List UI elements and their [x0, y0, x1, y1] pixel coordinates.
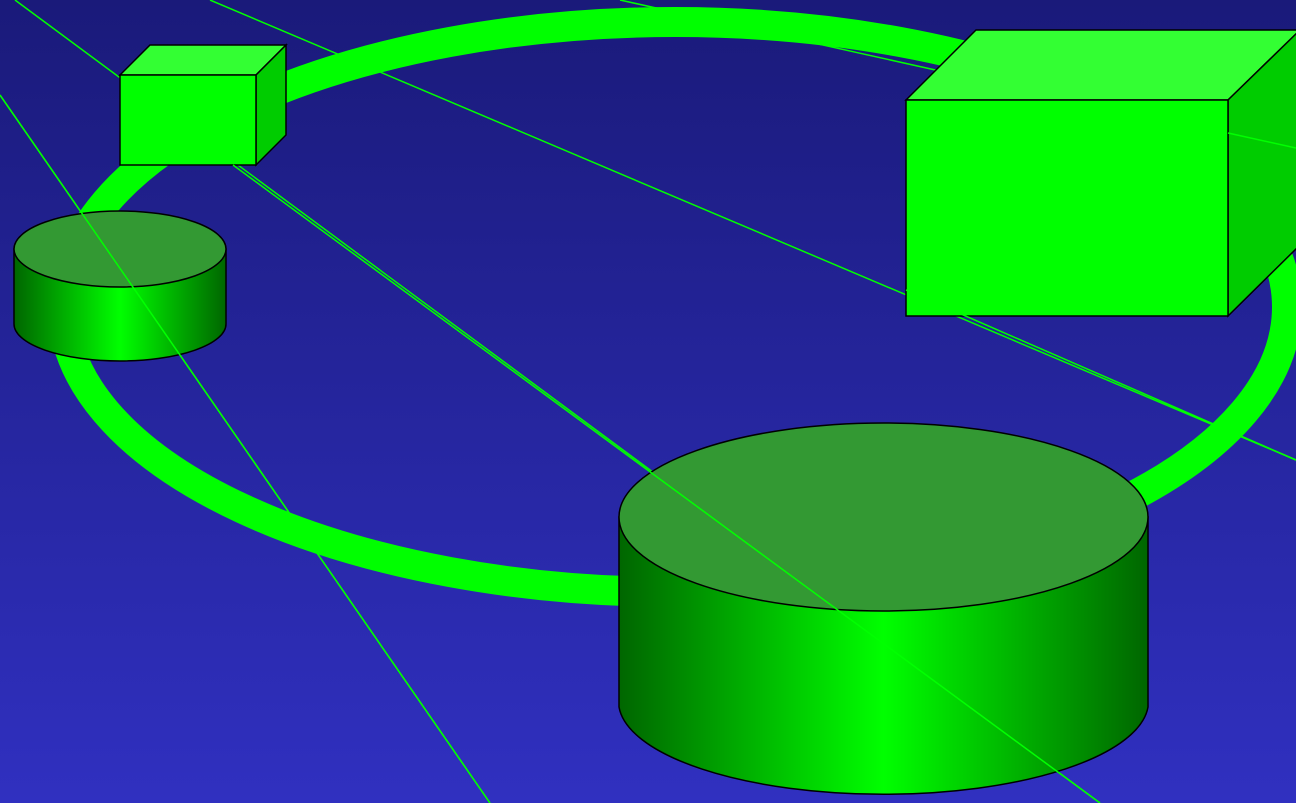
large-cylinder-top — [618, 422, 1149, 612]
link-line — [232, 164, 1101, 803]
small-cube-front-face — [119, 74, 257, 166]
large-cube-front-face — [905, 99, 1229, 317]
link-line — [905, 289, 1296, 461]
small-cube — [118, 43, 288, 167]
link-line — [0, 94, 491, 803]
large-cylinder — [618, 422, 1149, 796]
small-cylinder-top — [13, 210, 227, 288]
large-cube-top-face — [904, 29, 1296, 101]
large-cube — [904, 29, 1296, 318]
link-line — [209, 0, 1296, 461]
link-lines-overlay — [0, 94, 1296, 803]
link-line — [1227, 132, 1296, 149]
small-cylinder — [13, 210, 227, 362]
